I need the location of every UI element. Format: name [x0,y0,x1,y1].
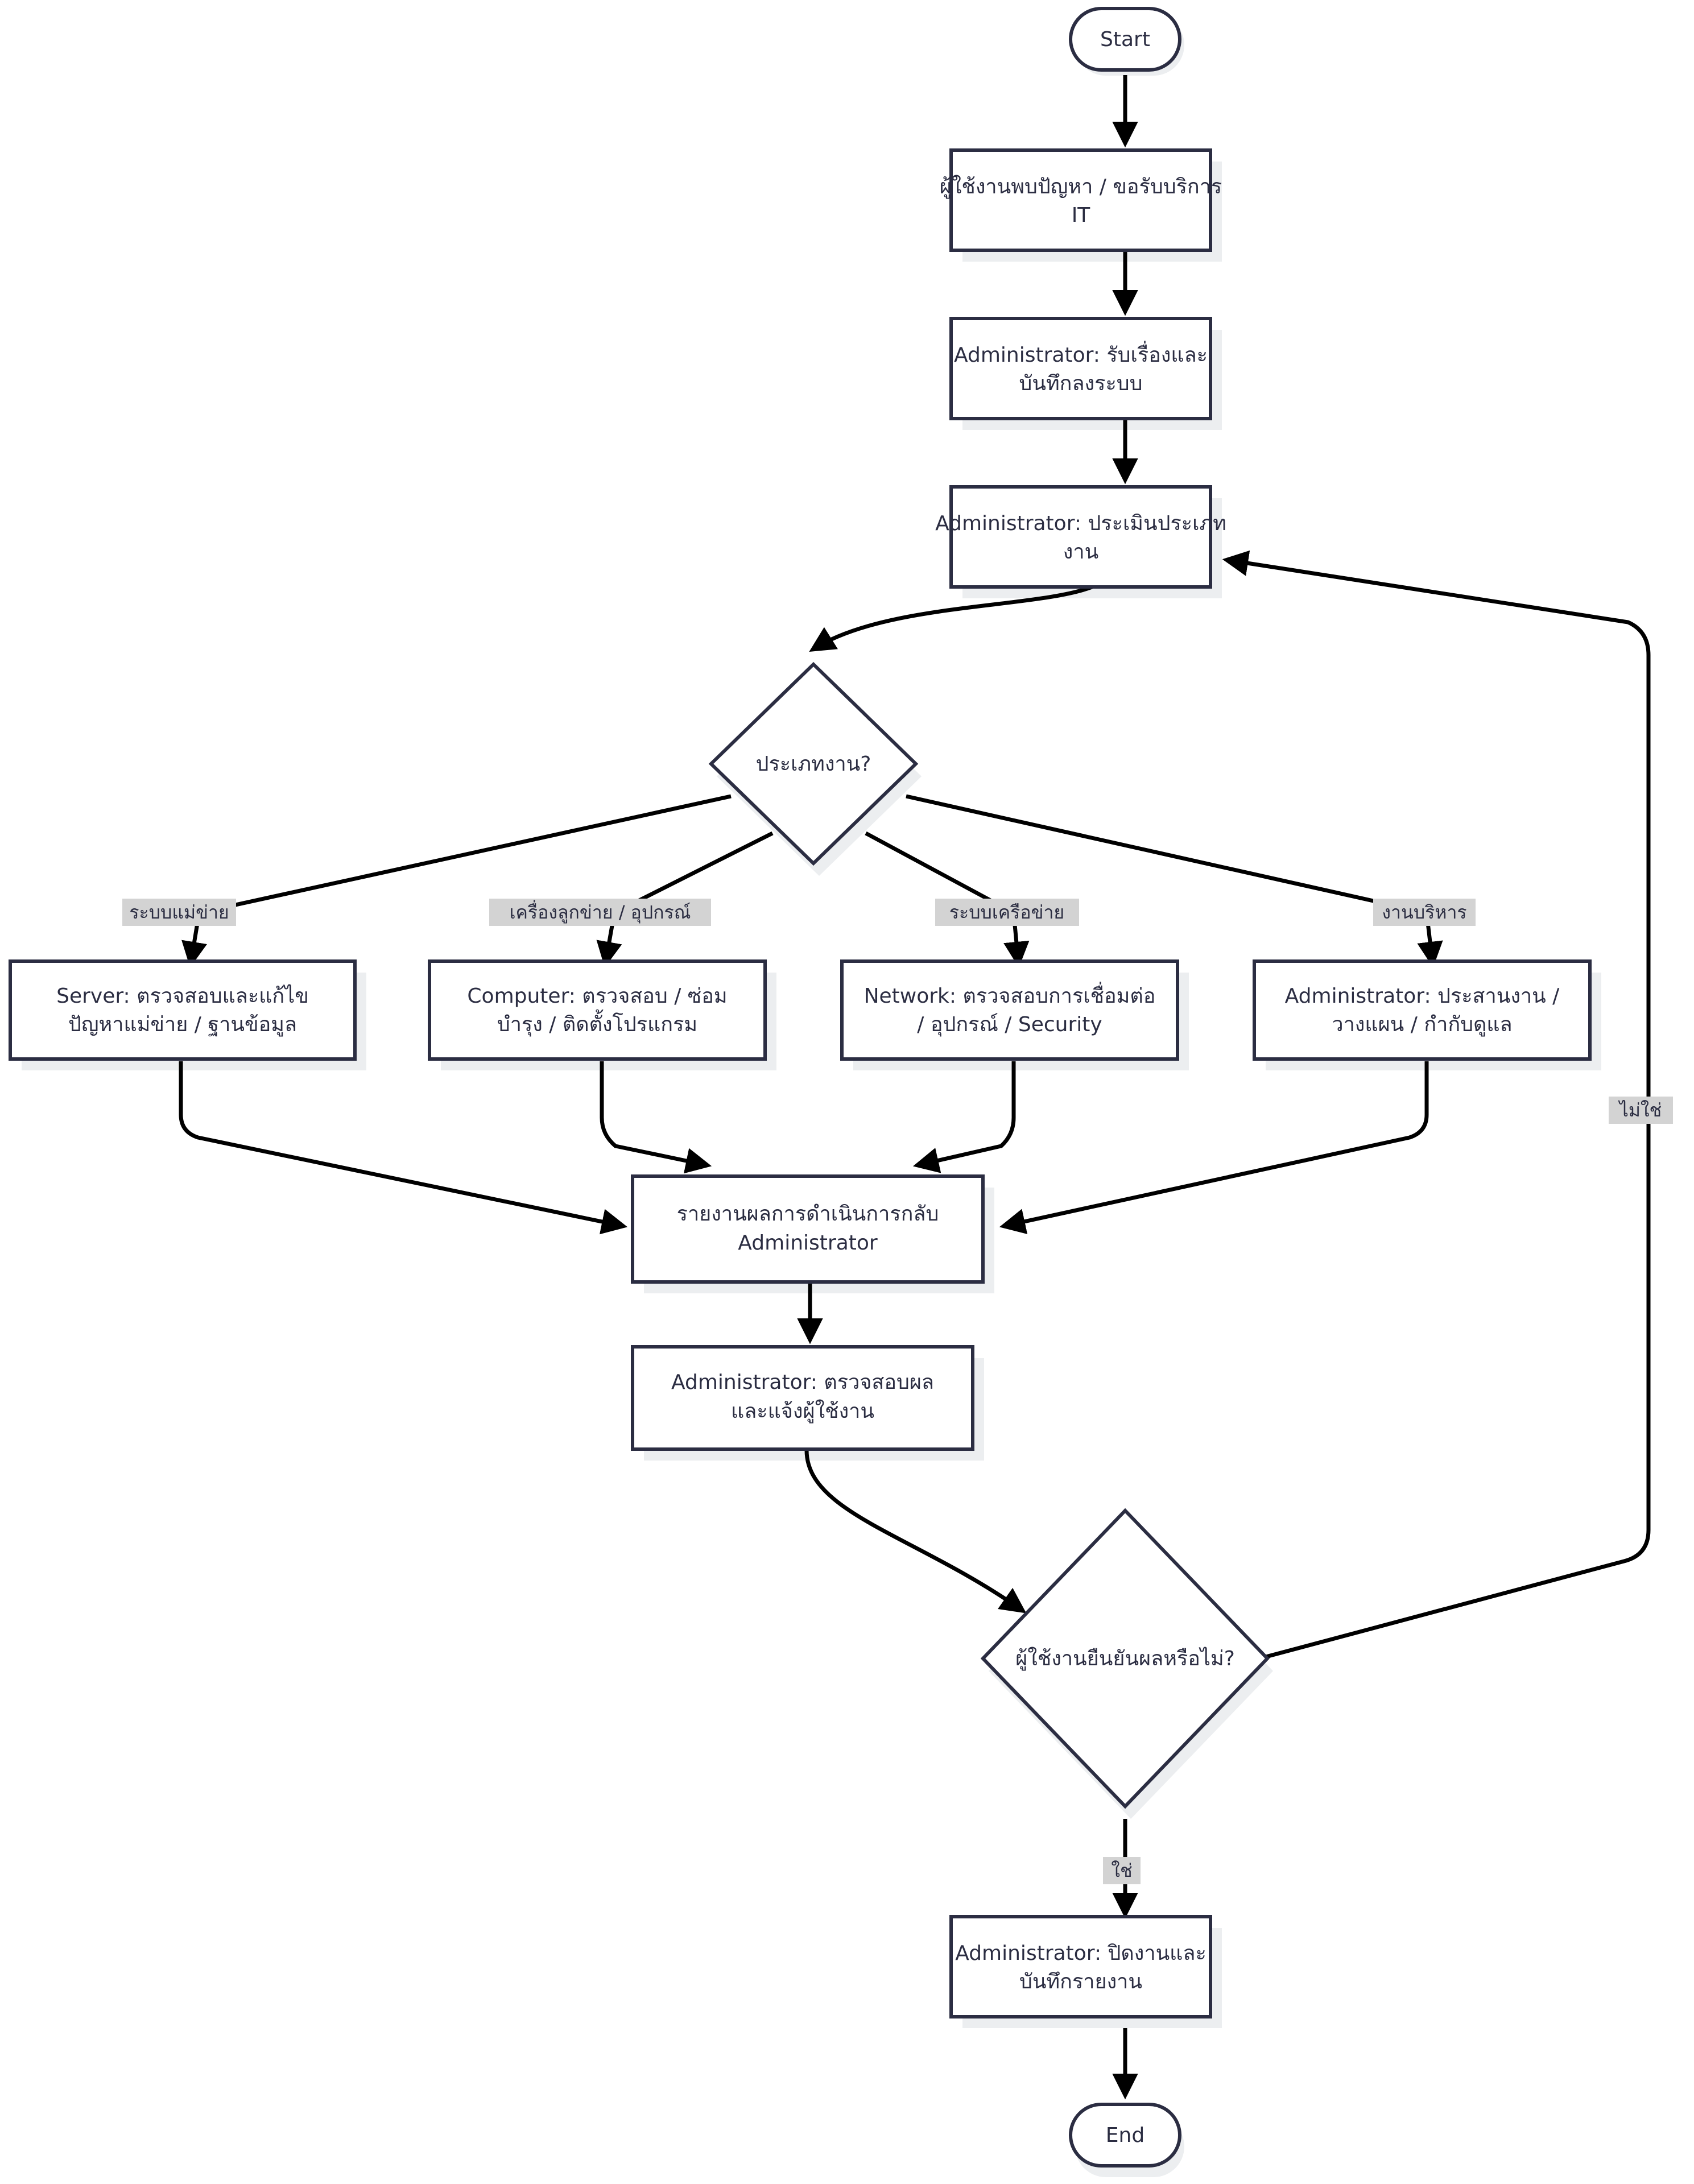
node-process-admin[interactable]: Administrator: ประสานงาน / วางแผน / กำกั… [1253,959,1592,1061]
node-user-issue[interactable]: ผู้ใช้งานพบปัญหา / ขอรับบริการ IT [940,148,1222,252]
decision-job-type-label: ประเภทงาน? [756,752,871,776]
node-admin-receive[interactable]: Administrator: รับเรื่องและ บันทึกลงระบบ [949,317,1212,420]
edges-layer [179,75,1651,2100]
node-process-client-line1: Computer: ตรวจสอบ / ซ่อม [467,985,727,1008]
edge-verify-to-d2 [804,1450,1027,1614]
node-process-client-line2: บำรุง / ติดตั้งโปรแกรม [497,1009,697,1037]
node-admin-close-line2: บันทึกรายงาน [1019,1970,1142,1993]
node-start-label: Start [1100,28,1150,51]
edge-server-to-report [179,1061,628,1235]
node-process-network-line2: / อุปกรณ์ / Security [917,1013,1102,1037]
edge-d1-to-network [865,831,1030,968]
node-user-issue-line2: IT [1072,204,1091,227]
edge-label-admin: งานบริหาร [1373,899,1476,926]
node-process-server-line2: ปัญหาแม่ข่าย / ฐานข้อมูล [68,1013,297,1037]
edge-label-no-text: ไม่ใช่ [1618,1099,1662,1121]
edge-d1-to-server [181,794,732,968]
edge-label-network: ระบบเครือข่าย [935,899,1079,926]
edge-n3-to-d1 [809,585,1093,652]
node-admin-close-line1: Administrator: ปิดงานและ [955,1942,1207,1965]
decision-user-confirm-label: ผู้ใช้งานยืนยันผลหรือไม่? [1015,1647,1235,1671]
node-admin-verify[interactable]: Administrator: ตรวจสอบผล และแจ้งผู้ใช้งา… [631,1345,974,1451]
node-process-admin-line1: Administrator: ประสานงาน / [1285,985,1560,1008]
node-start[interactable]: Start [1069,7,1181,72]
edge-label-admin-text: งานบริหาร [1382,901,1466,923]
node-process-server[interactable]: Server: ตรวจสอบและแก้ไข ปัญหาแม่ข่าย / ฐ… [9,959,357,1061]
edge-network-to-report [912,1061,1016,1173]
edge-label-no: ไม่ใช่ [1609,1097,1673,1124]
node-admin-receive-line2: บันทึกลงระบบ [1019,372,1142,395]
node-admin-assess-line2: งาน [1063,540,1098,564]
decision-user-confirm[interactable]: ผู้ใช้งานยืนยันผลหรือไม่? [980,1508,1270,1809]
edge-client-to-report [600,1061,712,1174]
edge-label-yes: ใช่ [1103,1857,1141,1884]
node-process-network-line1: Network: ตรวจสอบการเชื่อมต่อ [864,982,1156,1008]
node-report-back[interactable]: รายงานผลการดำเนินการกลับ Administrator [631,1174,985,1284]
node-admin-verify-line2: และแจ้งผู้ใช้งาน [731,1399,874,1424]
edge-label-client: เครื่องลูกข่าย / อุปกรณ์ [489,899,711,926]
node-user-issue-line1: ผู้ใช้งานพบปัญหา / ขอรับบริการ [940,175,1222,199]
node-process-server-line1: Server: ตรวจสอบและแก้ไข [56,984,309,1008]
edge-label-network-text: ระบบเครือข่าย [949,901,1064,923]
node-admin-receive-line1: Administrator: รับเรื่องและ [954,341,1208,367]
node-process-network[interactable]: Network: ตรวจสอบการเชื่อมต่อ / อุปกรณ์ /… [840,959,1179,1061]
edge-label-server: ระบบแม่ข่าย [122,899,236,926]
decision-job-type[interactable]: ประเภทงาน? [708,661,919,866]
node-report-back-line1: รายงานผลการดำเนินการกลับ [677,1202,939,1226]
node-end-label: End [1106,2124,1145,2147]
node-shadows [22,14,1601,2177]
node-admin-assess[interactable]: Administrator: ประเมินประเภท งาน [935,485,1226,589]
node-report-back-line2: Administrator [738,1231,878,1255]
edge-d1-to-admin [906,794,1443,968]
node-end[interactable]: End [1069,2103,1181,2168]
node-admin-verify-line1: Administrator: ตรวจสอบผล [671,1371,934,1394]
node-process-client[interactable]: Computer: ตรวจสอบ / ซ่อม บำรุง / ติดตั้ง… [428,959,767,1061]
node-process-admin-line2: วางแผน / กำกับดูแล [1332,1013,1512,1037]
edge-label-server-text: ระบบแม่ข่าย [129,901,229,923]
node-admin-assess-line1: Administrator: ประเมินประเภท [935,512,1226,535]
edge-label-client-text: เครื่องลูกข่าย / อุปกรณ์ [510,900,691,924]
node-admin-close[interactable]: Administrator: ปิดงานและ บันทึกรายงาน [949,1915,1212,2018]
edge-label-yes-text: ใช่ [1111,1860,1132,1881]
edge-d2-to-n3-feedback [1222,550,1651,1660]
edge-admin-to-report [999,1061,1429,1234]
edge-d1-to-client [596,831,774,968]
